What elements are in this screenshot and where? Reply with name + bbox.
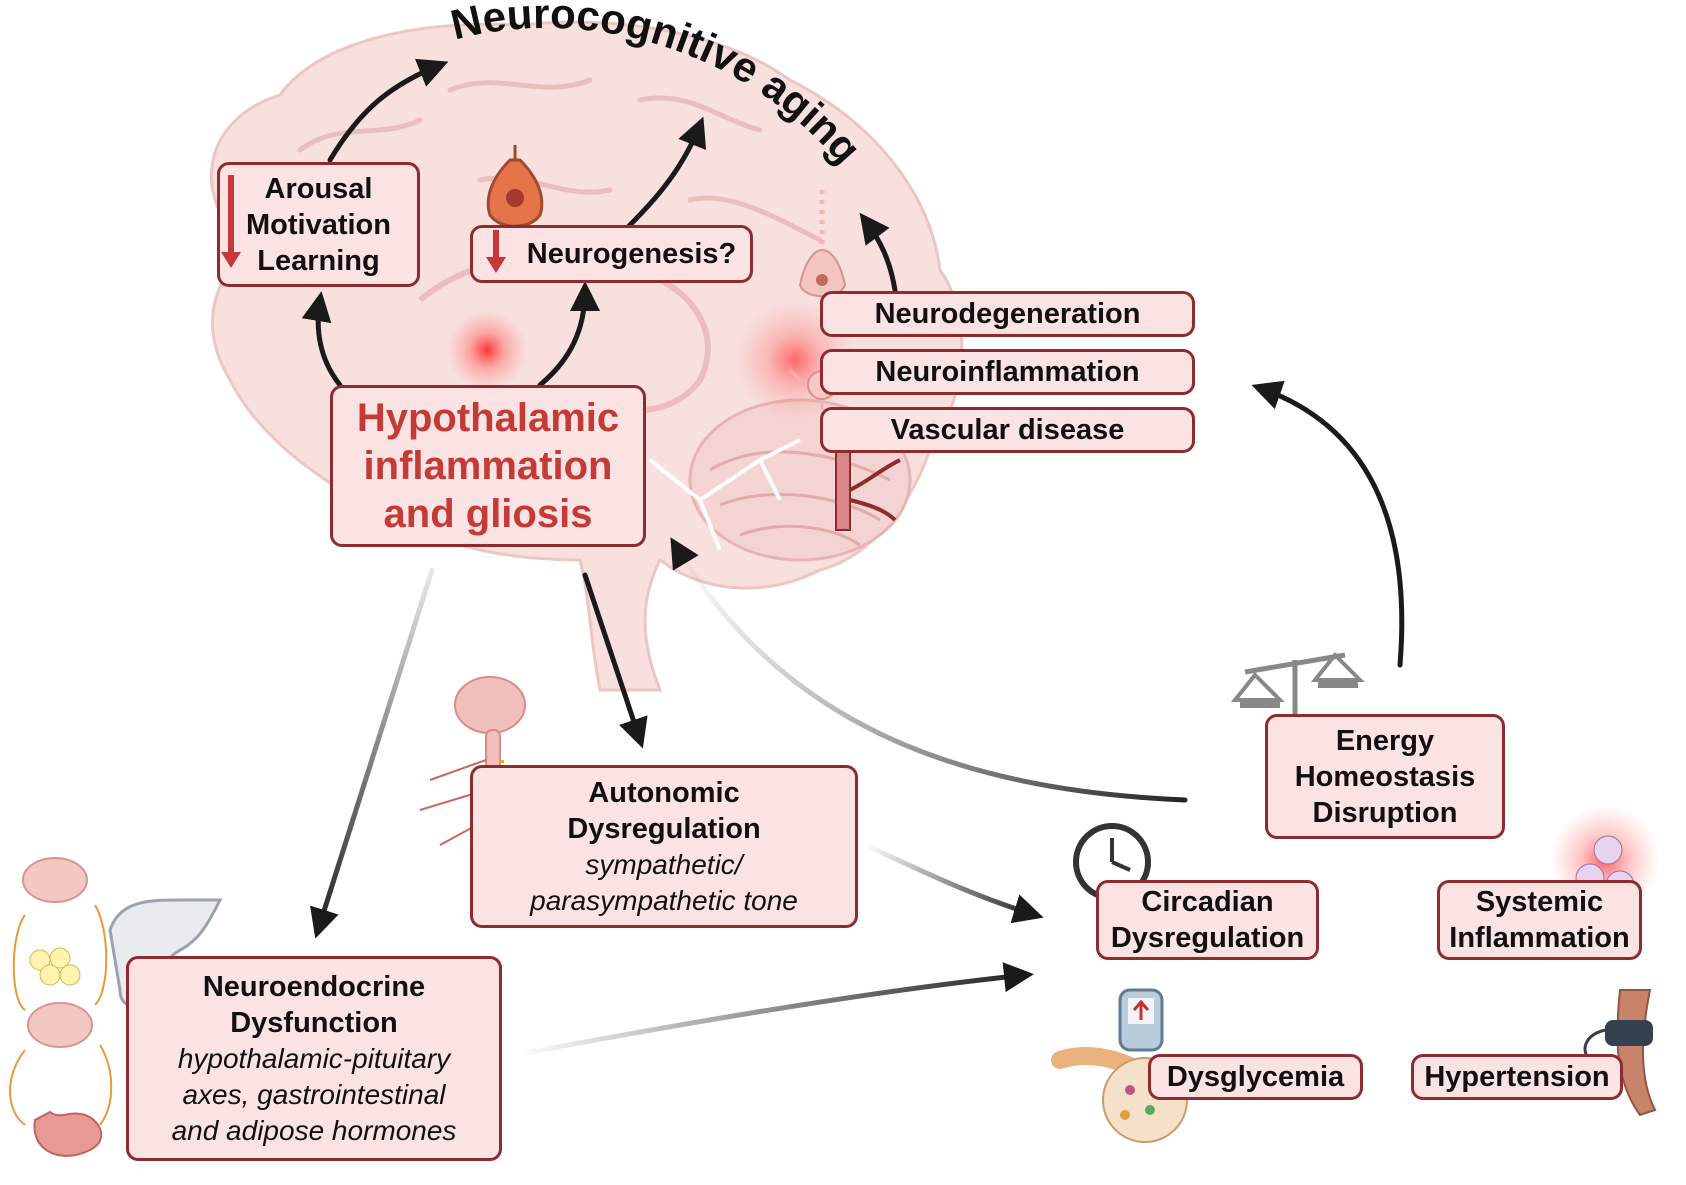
arousal-line-3: Learning	[257, 244, 380, 277]
neurogenesis-label: Neurogenesis?	[526, 238, 737, 270]
decrease-arrow-icon	[493, 230, 499, 260]
neuroinflammation-box: Neuroinflammation	[820, 349, 1195, 395]
neuroendocrine-line-1: Neuroendocrine	[202, 970, 426, 1003]
circadian-line-1: Circadian	[1141, 886, 1274, 918]
dysglycemia-box: Dysglycemia	[1148, 1054, 1363, 1100]
systemic-line-1: Systemic	[1475, 886, 1604, 918]
arrow-hypothalamic-to-neuroendocrine	[310, 567, 435, 939]
hypertension-label: Hypertension	[1424, 1061, 1610, 1093]
organ-cycle-icon	[9, 857, 113, 1157]
neuroendocrine-box: Neuroendocrine Dysfunction hypothalamic-…	[126, 956, 502, 1161]
vascular-label: Vascular disease	[890, 414, 1125, 446]
decrease-arrowhead	[486, 257, 506, 273]
hypothalamic-line-1: Hypothalamic	[356, 396, 620, 440]
neuroendocrine-italic-3: and adipose hormones	[171, 1114, 457, 1146]
arrow-neuroendocrine-to-circadian	[512, 962, 1034, 1058]
autonomic-box: Autonomic Dysregulation sympathetic/ par…	[470, 765, 858, 928]
autonomic-italic-2: parasympathetic tone	[530, 884, 798, 916]
neuroendocrine-line-2: Dysfunction	[230, 1006, 398, 1039]
arrow-hypothalamic-to-neurogenesis	[537, 281, 600, 388]
decrease-arrow-icon	[228, 175, 234, 255]
neurodegeneration-box: Neurodegeneration	[820, 291, 1195, 337]
neuroendocrine-italic-1: hypothalamic-pituitary	[177, 1042, 451, 1074]
arrow-hypothalamic-to-autonomic	[582, 572, 648, 749]
neuroinflammation-label: Neuroinflammation	[875, 356, 1140, 388]
systemic-line-2: Inflammation	[1449, 922, 1630, 954]
autonomic-italic-1: sympathetic/	[585, 848, 743, 880]
systemic-box: Systemic Inflammation	[1437, 880, 1642, 960]
vascular-box: Vascular disease	[820, 407, 1195, 453]
hypertension-box: Hypertension	[1411, 1054, 1623, 1100]
neurodegeneration-label: Neurodegeneration	[874, 298, 1141, 330]
energy-line-1: Energy	[1335, 724, 1435, 757]
arrow-arousal-to-aging	[327, 58, 449, 163]
arrow-autonomic-to-circadian	[862, 842, 1044, 924]
glucometer-icon	[1118, 988, 1164, 1052]
arrow-neurodegen-to-aging	[859, 212, 898, 293]
arousal-line-2: Motivation	[246, 208, 391, 241]
arrow-neurogenesis-to-aging	[617, 116, 707, 238]
decrease-arrowhead	[221, 252, 241, 268]
arrow-hypothalamic-to-arousal	[301, 291, 343, 388]
dysglycemia-label: Dysglycemia	[1166, 1061, 1345, 1093]
arousal-box: Arousal Motivation Learning	[217, 162, 420, 287]
energy-line-2: Homeostasis	[1294, 760, 1476, 793]
hypothalamus-glow	[447, 310, 527, 390]
energy-box: Energy Homeostasis Disruption	[1265, 714, 1505, 839]
circadian-box: Circadian Dysregulation	[1096, 880, 1319, 960]
circadian-line-2: Dysregulation	[1110, 922, 1305, 954]
energy-line-3: Disruption	[1312, 796, 1458, 829]
autonomic-line-1: Autonomic	[588, 776, 740, 809]
hypothalamic-line-3: and gliosis	[383, 492, 593, 536]
neurogenesis-box: Neurogenesis?	[470, 225, 753, 283]
balance-scale-icon	[1230, 652, 1365, 720]
arousal-line-1: Arousal	[264, 172, 373, 205]
connector-arrows	[301, 58, 1405, 1058]
neuroendocrine-italic-2: axes, gastrointestinal	[182, 1078, 446, 1110]
arrow-energy-to-hypothalamic	[670, 537, 1188, 803]
hypothalamic-box: Hypothalamic inflammation and gliosis	[330, 385, 646, 547]
arrow-energy-to-neuro	[1251, 380, 1405, 668]
hypothalamic-line-2: inflammation	[363, 444, 613, 488]
autonomic-line-2: Dysregulation	[567, 812, 761, 845]
